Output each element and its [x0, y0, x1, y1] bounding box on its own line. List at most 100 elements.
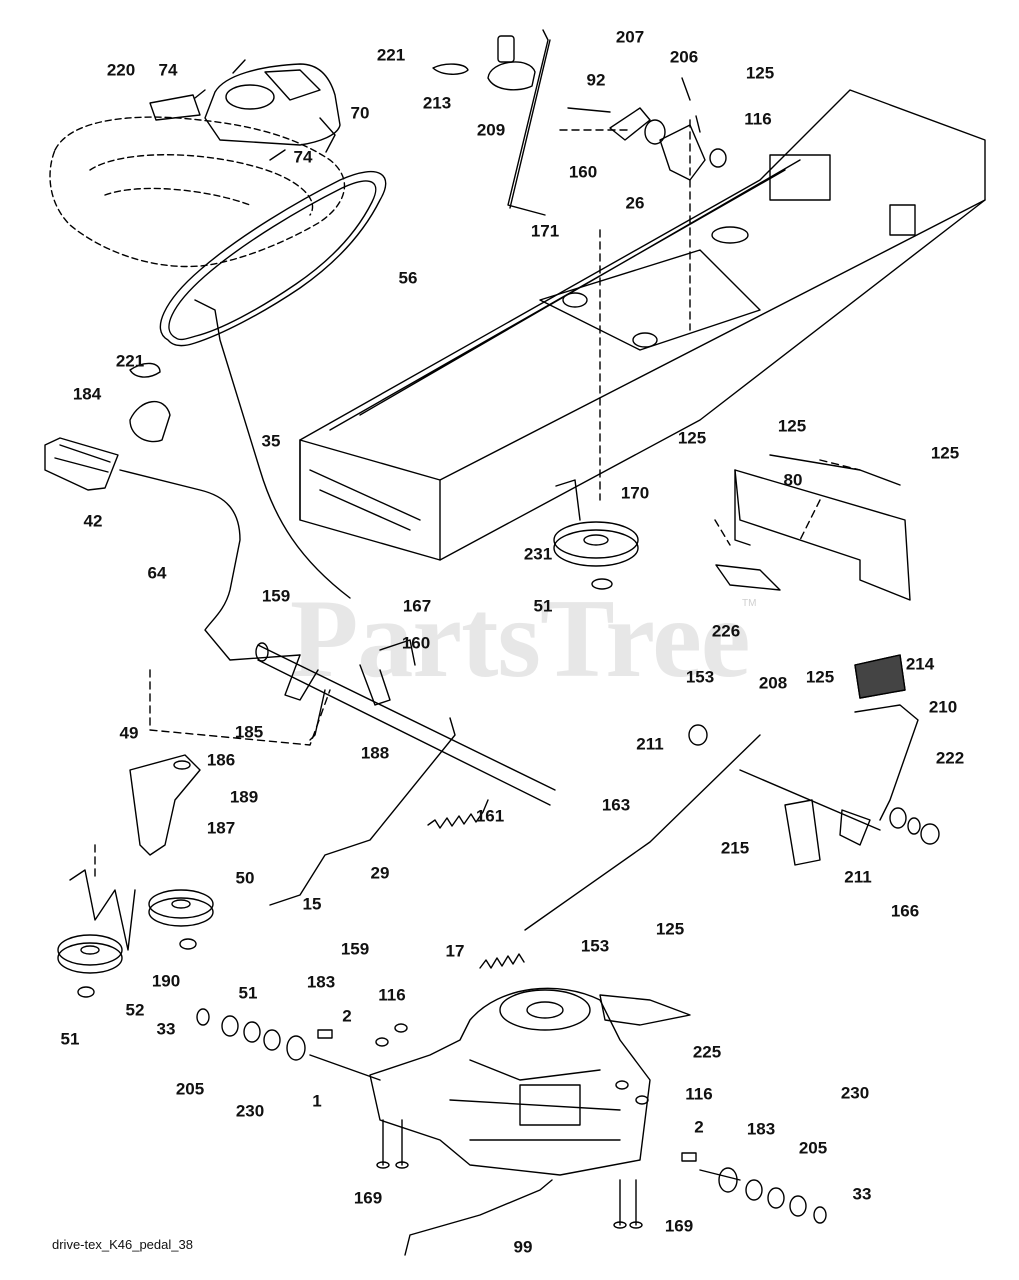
- callout-220: 220: [106, 60, 136, 80]
- shaft-arms: [284, 639, 416, 741]
- callout-185: 185: [234, 722, 264, 742]
- hand-grip: [44, 437, 119, 491]
- leader-lines: [94, 119, 861, 881]
- upper-bracket: [567, 77, 727, 181]
- callout-209: 209: [476, 120, 506, 140]
- callout-2: 2: [342, 1006, 352, 1026]
- trademark-mark: TM: [742, 598, 757, 609]
- control-rod-29: [269, 717, 456, 906]
- idler-arm-plate: [129, 754, 201, 856]
- callout-206: 206: [669, 47, 699, 67]
- callout-221: 221: [376, 45, 406, 65]
- callout-49: 49: [119, 723, 139, 743]
- callout-17: 17: [445, 941, 465, 961]
- cover-215: [784, 799, 821, 866]
- callout-211: 211: [636, 734, 664, 754]
- knob-184: [129, 400, 171, 443]
- callout-211: 211: [844, 867, 872, 887]
- callout-51: 51: [238, 983, 258, 1003]
- screws: [194, 59, 286, 161]
- callout-159: 159: [261, 586, 291, 606]
- rear-bracket: [715, 454, 911, 601]
- callout-205: 205: [798, 1138, 828, 1158]
- shift-lever: [119, 469, 301, 661]
- callout-186: 186: [206, 750, 236, 770]
- callout-70: 70: [350, 103, 370, 123]
- callout-2: 2: [694, 1117, 704, 1137]
- callout-52: 52: [125, 1000, 145, 1020]
- callout-125: 125: [745, 63, 775, 83]
- drive-belt: [159, 170, 387, 347]
- callout-29: 29: [370, 863, 390, 883]
- callout-125: 125: [677, 428, 707, 448]
- callout-50: 50: [235, 868, 255, 888]
- hair-pin: [432, 63, 469, 75]
- callout-171: 171: [530, 221, 560, 241]
- callout-215: 215: [720, 838, 750, 858]
- callout-213: 213: [422, 93, 452, 113]
- callout-160: 160: [568, 162, 598, 182]
- return-spring-161: [427, 799, 489, 829]
- spring-17: [479, 953, 525, 969]
- callout-184: 184: [72, 384, 102, 404]
- washers-right-axle: [681, 1152, 827, 1224]
- callout-153: 153: [685, 667, 715, 687]
- callout-80: 80: [783, 470, 803, 490]
- bypass-rod-99: [404, 1179, 553, 1256]
- trim-piece: [149, 94, 201, 121]
- watermark: PartsTree: [290, 577, 751, 701]
- plate-225: [599, 994, 691, 1026]
- bolts-169: [382, 1119, 637, 1226]
- callout-116: 116: [685, 1084, 713, 1104]
- callout-222: 222: [935, 748, 965, 768]
- spring-190: [69, 869, 136, 951]
- callout-163: 163: [601, 795, 631, 815]
- callout-99: 99: [513, 1237, 533, 1257]
- callout-160: 160: [401, 633, 431, 653]
- callout-208: 208: [758, 673, 788, 693]
- callout-159: 159: [340, 939, 370, 959]
- callout-116: 116: [378, 985, 406, 1005]
- pedal-pad-214: [854, 654, 906, 699]
- clip-221: [129, 362, 161, 378]
- seat-outline: [49, 116, 346, 268]
- washers-left: [196, 1008, 333, 1061]
- callout-74: 74: [158, 60, 178, 80]
- callout-51: 51: [533, 596, 553, 616]
- washers-right: [688, 724, 940, 845]
- callout-167: 167: [402, 596, 432, 616]
- lift-rod: [507, 29, 551, 216]
- callout-33: 33: [852, 1184, 872, 1204]
- callout-169: 169: [353, 1188, 383, 1208]
- callout-190: 190: [151, 971, 181, 991]
- callout-51: 51: [60, 1029, 80, 1049]
- callout-226: 226: [711, 621, 741, 641]
- transaxle: [309, 987, 741, 1181]
- pulley-52: [57, 934, 123, 998]
- callout-125: 125: [777, 416, 807, 436]
- callout-161: 161: [475, 806, 505, 826]
- callout-64: 64: [147, 563, 167, 583]
- idler-pulley-top: [553, 479, 639, 590]
- callout-116: 116: [744, 109, 772, 129]
- main-frame: [299, 89, 986, 561]
- callout-214: 214: [905, 654, 935, 674]
- callout-230: 230: [840, 1083, 870, 1103]
- callout-231: 231: [523, 544, 553, 564]
- callout-125: 125: [805, 667, 835, 687]
- linkage-rod-163: [524, 734, 761, 931]
- knob-cap: [487, 35, 536, 91]
- callout-166: 166: [890, 901, 920, 921]
- callout-74: 74: [293, 147, 313, 167]
- callout-125: 125: [930, 443, 960, 463]
- callout-35: 35: [261, 431, 281, 451]
- callout-210: 210: [928, 697, 958, 717]
- fender-cover: [204, 63, 341, 153]
- callout-56: 56: [398, 268, 418, 288]
- callout-187: 187: [206, 818, 236, 838]
- callout-15: 15: [302, 894, 322, 914]
- pulley-50: [148, 889, 214, 950]
- callout-92: 92: [586, 70, 606, 90]
